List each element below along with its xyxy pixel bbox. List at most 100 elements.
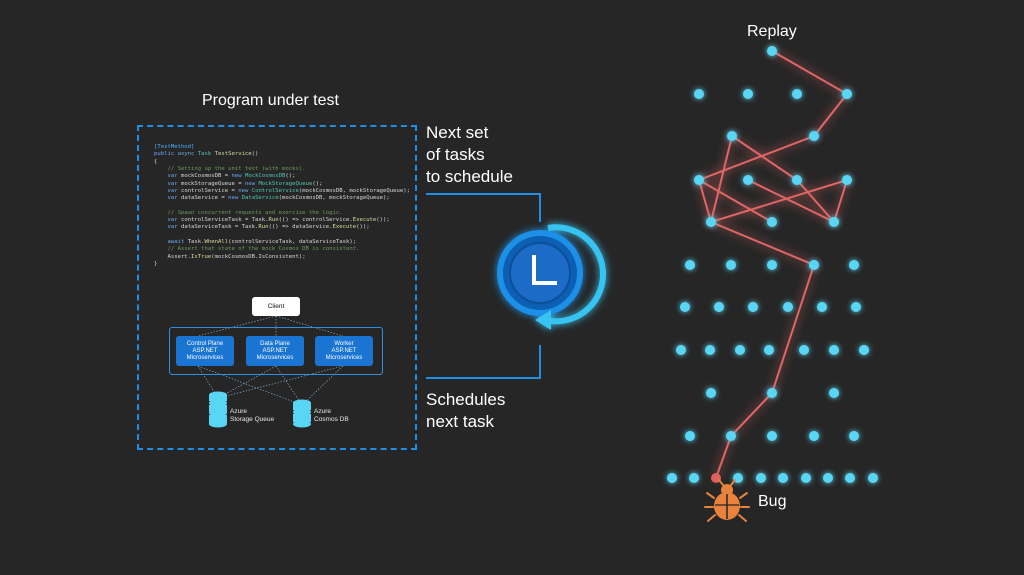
code-line: // Spawn concurrent requests and exercis… (154, 209, 343, 217)
graph-node (727, 131, 737, 141)
code-token: { (154, 158, 158, 165)
schedules-line: Schedules (426, 390, 506, 409)
graph-node (667, 473, 677, 483)
service-name: Worker (334, 340, 354, 347)
cosmos-db-line2: Cosmos DB (314, 416, 349, 423)
code-line: var dataServiceTask = Task.Run(() => dat… (154, 224, 370, 231)
schedules-line: next task (426, 412, 495, 431)
code-token: // Setting up the unit test (with mocks)… (154, 165, 306, 172)
schedule-graph-nodes (667, 46, 878, 483)
graph-node (726, 431, 736, 441)
code-token: new (244, 180, 259, 187)
graph-node (778, 473, 788, 483)
code-token: () (251, 151, 259, 158)
cosmos-db-line1: Azure (314, 408, 331, 415)
code-token: (mockCosmosDB, mockStorageQueue); (298, 187, 410, 194)
code-token: // Assert that state of the mock Cosmos … (154, 246, 360, 253)
code-token: WhenAll (204, 238, 229, 245)
code-line: } (154, 261, 157, 268)
graph-node (849, 260, 859, 270)
code-token: MockStorageQueue (258, 180, 313, 187)
service-name: Control Plane (186, 340, 224, 347)
graph-node (792, 89, 802, 99)
graph-node (748, 302, 758, 312)
program-title: Program under test (202, 92, 339, 109)
code-token: TestService (214, 151, 252, 158)
replay-label: Replay (747, 23, 797, 40)
graph-node (849, 431, 859, 441)
code-token: Run (268, 217, 279, 223)
service-type: Microservices (325, 354, 363, 361)
replay-path-edge (747, 179, 835, 223)
code-line: var mockCosmosDB = new MockCosmosDB(); (154, 173, 295, 180)
graph-node (842, 89, 852, 99)
graph-node (726, 260, 736, 270)
graph-node (685, 431, 695, 441)
architecture-connectors (197, 315, 344, 406)
code-token: Task. (187, 238, 205, 245)
worker-service: Worker ASP.NET Microservices (315, 336, 373, 366)
code-token: (controlServiceTask, dataServiceTask); (228, 238, 357, 245)
graph-node (743, 175, 753, 185)
graph-node (714, 302, 724, 312)
code-token: controlServiceTask = Task. (180, 217, 269, 223)
code-token: [TestMethod] (154, 144, 195, 150)
graph-node (829, 217, 839, 227)
code-token: MockCosmosDB (244, 173, 286, 180)
graph-node (801, 473, 811, 483)
graph-node (817, 302, 827, 312)
code-line: await Task.WhenAll(controlServiceTask, d… (154, 239, 356, 246)
graph-node (767, 260, 777, 270)
graph-node (767, 388, 777, 398)
code-token: Execute (352, 217, 377, 223)
service-tech: ASP.NET (262, 347, 288, 354)
client-box: Client (252, 297, 300, 316)
code-token: DataService (241, 195, 279, 202)
graph-node (783, 302, 793, 312)
bug-label: Bug (758, 493, 787, 510)
code-token: // Spawn concurrent requests and exercis… (154, 209, 343, 216)
graph-node (680, 302, 690, 312)
code-token: await (154, 238, 188, 245)
storage-queue-line2: Storage Queue (230, 416, 275, 423)
graph-node (694, 89, 704, 99)
graph-node (706, 217, 716, 227)
graph-node (868, 473, 878, 483)
graph-node (694, 175, 704, 185)
graph-node (676, 345, 686, 355)
code-token: dataServiceTask = Task. (180, 224, 259, 231)
graph-node (756, 473, 766, 483)
storage-queue-db-icon (209, 391, 227, 428)
code-token: ControlService (251, 187, 299, 194)
code-token: (mockCosmosDB.IsConsistent); (211, 253, 306, 260)
graph-node (859, 345, 869, 355)
graph-node (767, 217, 777, 227)
code-token: (() => controlService. (278, 217, 353, 223)
code-token: controlService = (180, 187, 239, 194)
graph-node (809, 131, 819, 141)
graph-node (792, 175, 802, 185)
graph-node (735, 345, 745, 355)
cosmos-db-icon (293, 399, 311, 428)
graph-node (685, 260, 695, 270)
code-line: var dataService = new DataService(mockCo… (154, 195, 389, 202)
code-token: var (154, 187, 181, 194)
replay-path-line (697, 50, 849, 479)
next-tasks-label: Next set of tasks to schedule (426, 122, 513, 188)
graph-node (706, 388, 716, 398)
storage-queue-line1: Azure (230, 408, 247, 415)
code-token: ()); (356, 224, 370, 231)
code-line: [TestMethod] (154, 144, 194, 151)
code-token: var (154, 180, 181, 187)
code-token: Assert. (154, 253, 192, 260)
code-token: var (154, 195, 181, 202)
next-tasks-line: of tasks (426, 145, 485, 164)
code-token: public async (154, 151, 198, 158)
code-token: Run (258, 224, 269, 231)
control-plane-service: Control Plane ASP.NET Microservices (176, 336, 234, 366)
code-token: dataService = (180, 195, 229, 202)
code-token: var (154, 224, 181, 231)
code-line: // Setting up the unit test (with mocks)… (154, 165, 306, 173)
graph-node (842, 175, 852, 185)
graph-node (743, 89, 753, 99)
